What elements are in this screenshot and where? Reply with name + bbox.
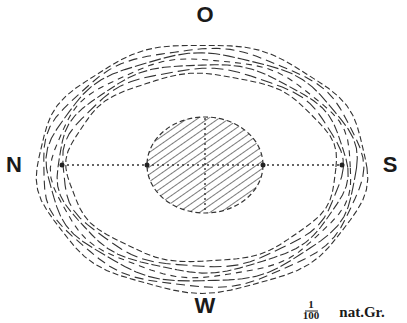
ring-stroke: [44, 48, 364, 287]
axis-points: [60, 163, 345, 168]
scale-unit: nat.Gr.: [339, 305, 384, 320]
ring-stroke: [66, 73, 337, 261]
compass-label: O: [196, 4, 213, 26]
ring-stroke: [57, 65, 348, 273]
ring-band: [36, 46, 368, 294]
compass-label: W: [195, 295, 216, 317]
ring-stroke: [36, 46, 368, 294]
ring-stroke: [46, 53, 357, 281]
compass-label: S: [383, 154, 398, 176]
inner-hatched-core: [147, 117, 263, 213]
axis-lines: [62, 118, 342, 212]
ring-stroke: [50, 59, 350, 278]
scale-numerator: 1: [308, 299, 314, 310]
ring-stroke: [63, 68, 344, 267]
scale-denominator: 100: [303, 310, 320, 321]
compass-label: N: [6, 154, 22, 176]
